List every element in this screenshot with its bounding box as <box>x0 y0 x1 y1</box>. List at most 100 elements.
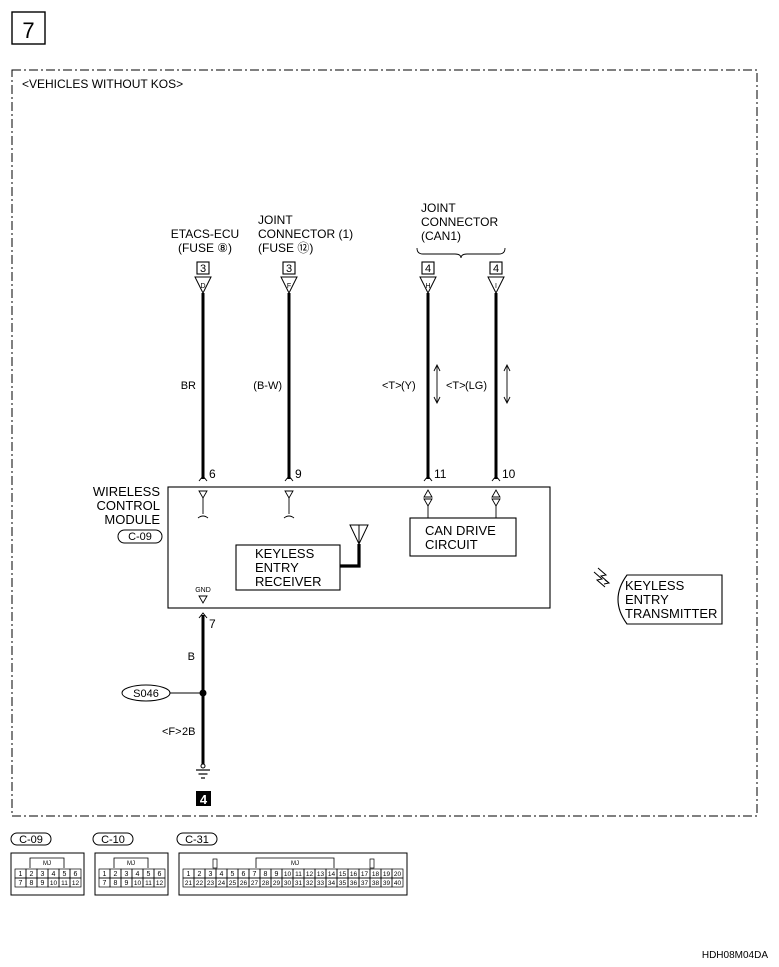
pin-triangle-icon <box>419 276 437 295</box>
transmitter-box <box>617 574 723 625</box>
pin-number: 9 <box>125 880 129 887</box>
pin-number: 16 <box>350 871 358 878</box>
pin-number: 15 <box>339 871 347 878</box>
pin-number: 36 <box>350 880 358 887</box>
pin-number: 14 <box>328 871 336 878</box>
pin-number: 11 <box>145 880 152 887</box>
source-label-line: (CAN1) <box>421 229 461 243</box>
pin-number: 2 <box>30 871 34 878</box>
gnd-terminal-icon <box>198 595 208 604</box>
can-drive-line: CAN DRIVE <box>425 523 496 538</box>
bidirectional-arrow-icon <box>433 363 441 405</box>
pin-number: 9 <box>41 880 45 887</box>
can-drive-line: CIRCUIT <box>425 537 478 552</box>
antenna-lead <box>340 544 361 568</box>
splice-dot-icon <box>199 689 207 697</box>
pin-number: 1 <box>103 871 107 878</box>
can-terminal-icon <box>423 489 433 518</box>
pin-number: 30 <box>284 880 292 887</box>
pin-number: 7 <box>19 880 23 887</box>
wireless-control-module: WIRELESS CONTROL MODULE C-09 CAN DRIVE <box>93 484 551 609</box>
connector-housing <box>178 852 408 896</box>
transmitter-line: ENTRY <box>625 592 669 607</box>
module-pin-number: 11 <box>434 467 447 481</box>
input-terminal-icon <box>283 490 295 519</box>
pin-number: 13 <box>317 871 325 878</box>
pin-number: 20 <box>394 871 402 878</box>
pin-number: 5 <box>63 871 67 878</box>
receiver-line: ENTRY <box>255 560 299 575</box>
connector-housing <box>10 852 85 896</box>
connector-key <box>212 858 218 869</box>
connector-pinout-c-31: C-31 MJ <box>176 832 408 896</box>
pin-number: 19 <box>383 871 391 878</box>
module-pin-number: 6 <box>209 467 216 481</box>
pin-number: 18 <box>372 871 380 878</box>
pin-number: 4 <box>220 871 224 878</box>
wire-y: <T> (Y) <box>382 293 441 479</box>
pin-triangle-icon <box>194 276 212 295</box>
pin-cell <box>391 877 404 888</box>
source-joint-connector-1: JOINT CONNECTOR (1) (FUSE ⑫) <box>258 213 353 255</box>
pin-number: 25 <box>229 880 237 887</box>
pin-number: 37 <box>361 880 369 887</box>
pin-number: 28 <box>262 880 270 887</box>
transmitter-line: TRANSMITTER <box>625 606 717 621</box>
pin-number: 29 <box>273 880 281 887</box>
pin-letter: F <box>287 283 291 290</box>
connector-label-badge <box>92 832 134 846</box>
pin-cell <box>153 877 166 888</box>
wire-tag: <T> <box>382 380 402 392</box>
pin-number: 4 <box>52 871 56 878</box>
source-label-line: ETACS-ECU <box>171 227 239 241</box>
ground-circuit: 7 B S046 <F> 2B 4 <box>121 612 216 807</box>
transmitter-line: KEYLESS <box>625 578 685 593</box>
can-drive-circuit-box <box>409 517 517 557</box>
connector-number: 3 <box>200 263 206 275</box>
splice-badge <box>121 684 171 702</box>
receiver-line: RECEIVER <box>255 574 321 589</box>
source-label-line: CONNECTOR (1) <box>258 227 353 241</box>
connector-number-box <box>196 261 210 275</box>
module-connector-label: C-09 <box>128 531 152 543</box>
source-connector-h: 4 H <box>419 261 437 295</box>
pin-triangle-icon <box>487 276 505 295</box>
module-box <box>167 486 551 609</box>
pin-number: 38 <box>372 880 380 887</box>
figure-code: HDH08M04DA <box>702 950 768 961</box>
connector-mj: MJ <box>127 861 135 867</box>
pin-number: 1 <box>187 871 191 878</box>
pin-number: 23 <box>207 880 215 887</box>
pin-number: 8 <box>30 880 34 887</box>
connector-latch <box>113 857 149 868</box>
connector-pinout-c-10: C-10 MJ <box>92 832 169 896</box>
pin-number: 2 <box>114 871 118 878</box>
pin-number: 11 <box>295 871 302 878</box>
gnd-pin-number: 7 <box>209 617 216 631</box>
connector-latch <box>255 857 335 868</box>
wire-b-w: (B-W) <box>253 293 291 479</box>
pin-number: 6 <box>74 871 78 878</box>
pin-number: 10 <box>50 880 58 887</box>
ground-wire-color: 2B <box>182 726 195 738</box>
pin-cell <box>69 877 82 888</box>
wire-color: BR <box>181 380 196 392</box>
connector-mj: MJ <box>43 861 51 867</box>
pin-number: 7 <box>103 880 107 887</box>
source-label-line: (FUSE ⑫) <box>258 241 313 255</box>
connector-number-box <box>421 261 435 275</box>
connector-label-badge <box>10 832 52 846</box>
connector-number-box <box>282 261 296 275</box>
pin-number: 2 <box>198 871 202 878</box>
source-joint-connector-can1: JOINT CONNECTOR (CAN1) <box>416 201 506 259</box>
wire-lg: <T> (LG) <box>446 293 511 479</box>
connector-label: C-09 <box>19 834 43 846</box>
pin-number: 22 <box>196 880 204 887</box>
wire-color: (Y) <box>401 380 416 392</box>
pin-number: 21 <box>185 880 193 887</box>
pin-number: 3 <box>209 871 213 878</box>
pin-number: 26 <box>240 880 248 887</box>
wire-br: BR <box>181 293 205 479</box>
antenna-icon <box>349 524 369 546</box>
